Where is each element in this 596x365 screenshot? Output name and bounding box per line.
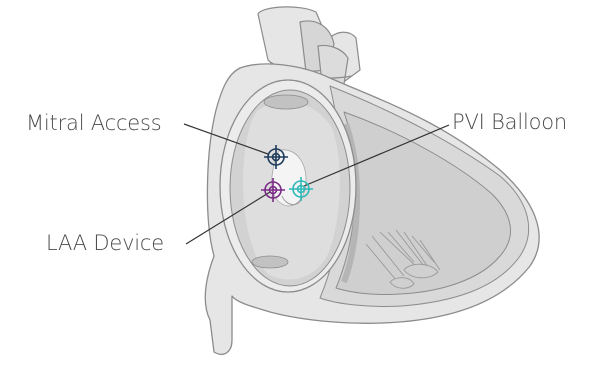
left-atrium-cutaway <box>220 80 356 292</box>
mitral-access-label: Mitral Access <box>26 113 162 134</box>
laa-device-label: LAA Device <box>46 233 164 254</box>
pvi-balloon-label: PVI Balloon <box>452 112 567 133</box>
